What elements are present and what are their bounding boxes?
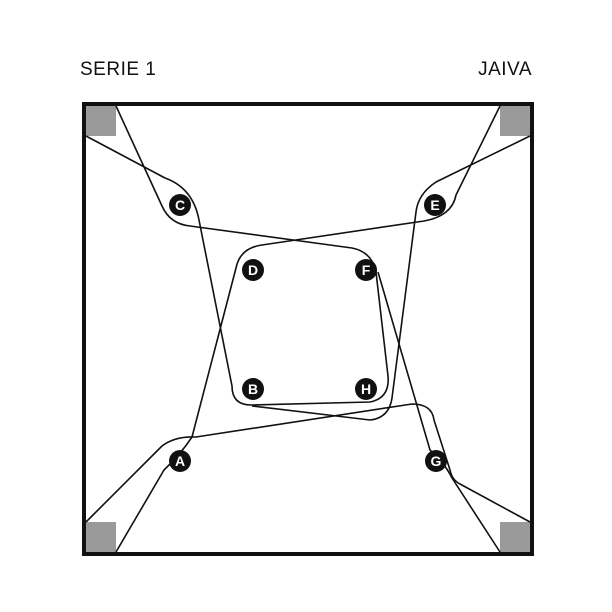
marker-label: E	[430, 197, 439, 213]
marker-D: D	[242, 259, 264, 281]
corner-square-top-right	[500, 106, 530, 136]
marker-H: H	[355, 378, 377, 400]
brand-label: JAIVA	[478, 59, 532, 80]
corner-square-bottom-right	[500, 522, 530, 552]
marker-label: B	[248, 381, 258, 397]
marker-B: B	[242, 378, 264, 400]
marker-F: F	[355, 259, 377, 281]
marker-label: D	[248, 262, 258, 278]
lacing-line	[85, 403, 531, 523]
marker-label: F	[362, 262, 371, 278]
series-label: SERIE 1	[80, 59, 157, 80]
lacing-line	[251, 135, 531, 421]
corner-square-top-left	[86, 106, 116, 136]
marker-G: G	[425, 450, 447, 472]
marker-E: E	[424, 194, 446, 216]
lacing-line	[85, 105, 389, 406]
marker-label: G	[431, 453, 442, 469]
marker-C: C	[169, 194, 191, 216]
marker-label: H	[361, 381, 371, 397]
marker-label: C	[175, 197, 185, 213]
corner-square-bottom-left	[86, 522, 116, 552]
marker-A: A	[169, 450, 191, 472]
marker-label: A	[175, 453, 185, 469]
